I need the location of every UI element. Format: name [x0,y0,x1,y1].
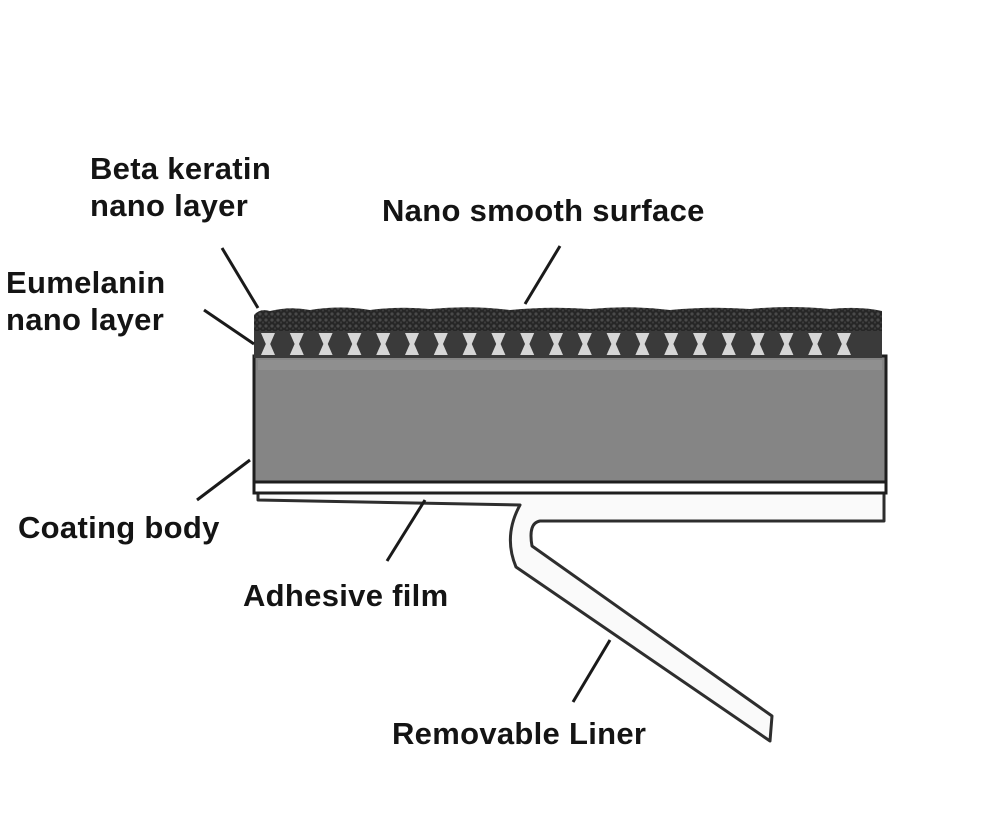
nano-pillar [376,333,391,355]
coating-body-label: Coating body [18,510,220,545]
beta-keratin-label: Beta keratin nano layer [90,150,271,224]
coating-body [252,354,888,484]
beta-keratin-nano-layer [254,307,882,331]
nano-pillar [693,333,707,355]
nano-pillar [462,333,477,355]
nano-pillar [433,333,448,355]
nano-pillar [549,333,563,355]
leader-eumelanin [203,308,255,346]
nano-pillar [347,333,362,355]
eumelanin-label: Eumelanin nano layer [6,264,165,338]
beta-keratin-label-line2: nano layer [90,188,249,224]
nano-pillar [664,333,679,355]
removable-liner-label: Removable Liner [392,716,647,751]
nano-pillar [405,333,419,355]
nano-smooth-surface-label: Nano smooth surface [382,193,705,228]
leader-beta-keratin [220,247,260,309]
nano-pillars [261,333,851,355]
nano-pillar [808,333,823,355]
nano-pillar [289,333,304,355]
eumelanin-label-line2: nano layer [6,302,165,338]
removable-liner [256,490,886,743]
nano-pillar [635,333,650,355]
leader-adhesive-film [385,499,427,562]
nano-pillar [721,333,736,355]
nano-pillar [837,333,851,355]
nano-pillar [750,333,765,355]
leader-removable-liner [571,639,612,703]
leader-coating-body [196,458,251,502]
adhesive-film-label: Adhesive film [243,578,449,613]
nano-pillar [606,333,621,355]
adhesive-film [252,480,888,495]
nano-pillar [318,333,333,355]
leader-nano-smooth [523,245,562,305]
coating-body-highlight [258,360,882,370]
nano-pillar [491,333,506,355]
nano-pillar [779,333,794,355]
nano-pillar [261,333,275,355]
nano-pillar [577,333,592,355]
nano-pillar [520,333,535,355]
beta-keratin-label-line1: Beta keratin [90,151,272,186]
eumelanin-label-line1: Eumelanin [6,265,166,300]
